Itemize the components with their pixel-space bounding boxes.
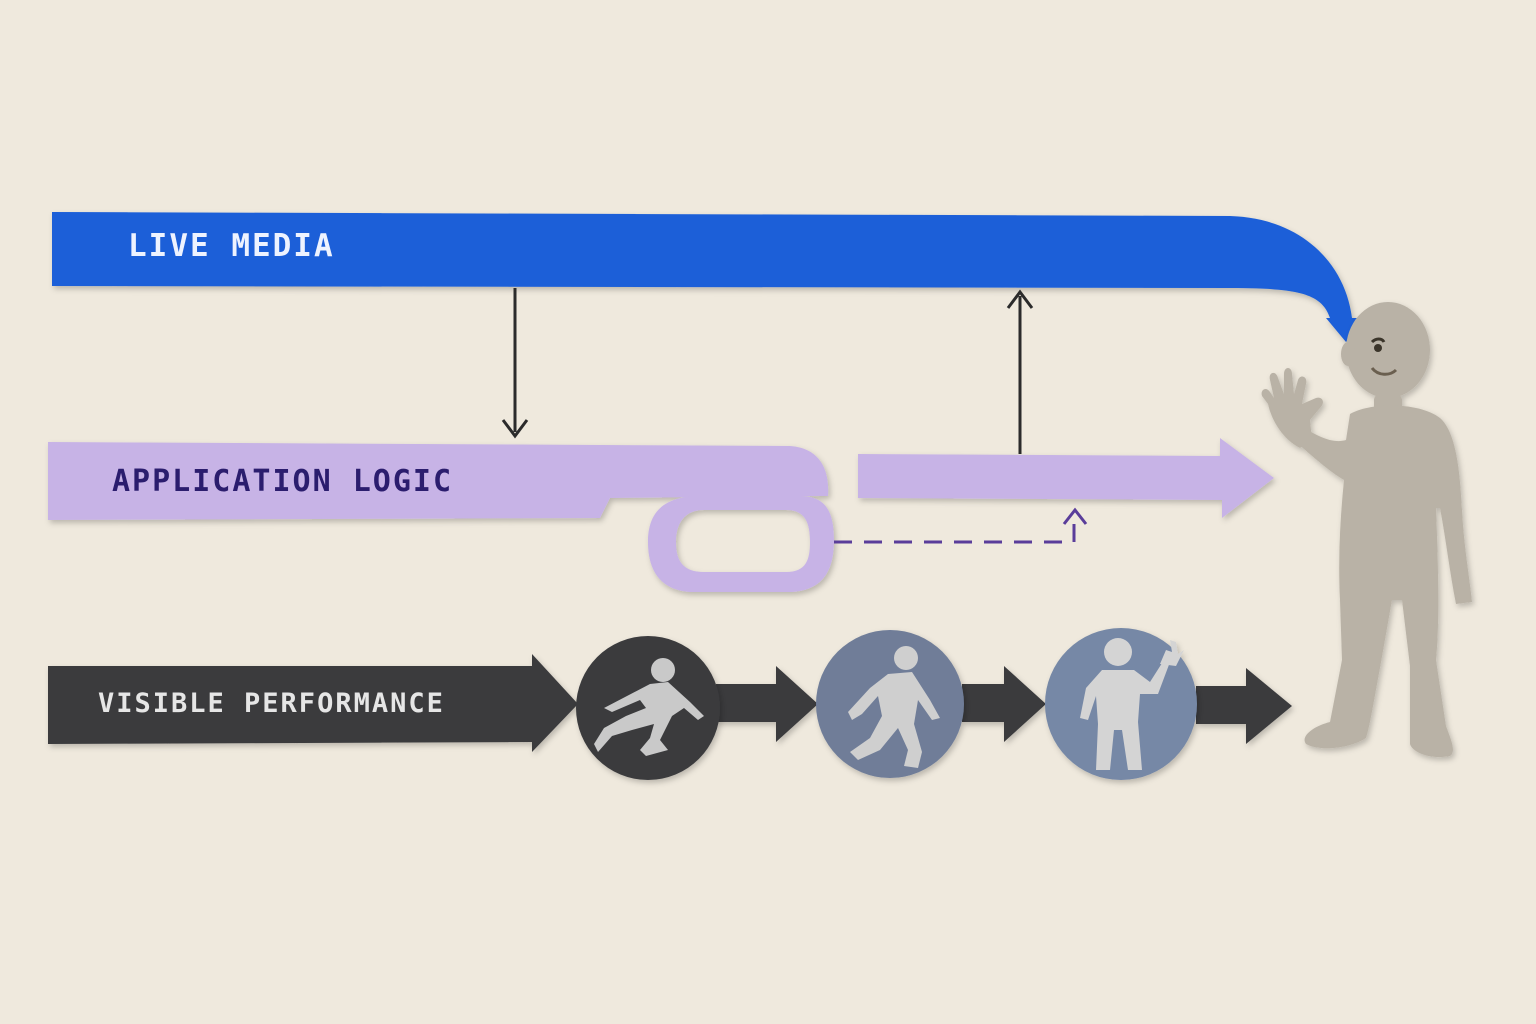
up-arrow-icon <box>1006 289 1034 454</box>
waving-avatar-icon <box>1261 302 1472 758</box>
application-logic-output-arrow <box>858 438 1274 518</box>
live-media-label: LIVE MEDIA <box>128 228 335 264</box>
dashed-arrow-icon <box>834 507 1088 544</box>
application-logic-loop <box>648 496 834 592</box>
visible-performance-band <box>48 654 1292 752</box>
application-logic-label: APPLICATION LOGIC <box>112 464 454 499</box>
stage-arrow-2 <box>962 666 1046 742</box>
application-logic-band <box>48 438 1274 592</box>
application-logic-bar <box>48 442 829 520</box>
walking-figure-icon <box>848 646 940 768</box>
visible-performance-arrow <box>48 654 578 752</box>
visible-performance-label: VISIBLE PERFORMANCE <box>98 688 445 719</box>
live-media-band <box>52 212 1368 342</box>
waving-figure-icon <box>1080 638 1184 770</box>
stage-arrow-1 <box>716 666 818 742</box>
stage-2 <box>816 630 964 778</box>
down-arrow-icon <box>501 288 529 439</box>
stage-arrow-3 <box>1196 668 1292 744</box>
stage-1 <box>576 636 720 780</box>
live-media-arrow <box>52 212 1368 342</box>
crouching-figure-icon <box>594 658 704 756</box>
stage-3 <box>1045 628 1197 780</box>
